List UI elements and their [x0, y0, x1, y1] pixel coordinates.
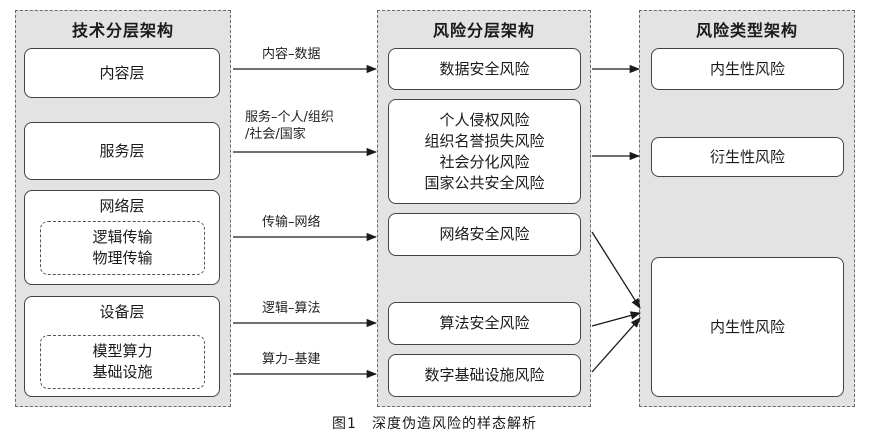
tech-panel-title: 技术分层架构 — [71, 21, 174, 40]
endogenous-risk-bottom-label: 内生性风险 — [709, 317, 785, 336]
organization-reputation-risk: 组织名誉损失风险 — [424, 131, 545, 150]
risk-panel-title: 风险分层架构 — [432, 21, 535, 40]
edge-label-compute-infra: 算力–基建 — [262, 352, 321, 367]
arrow-algorithm-to-endogenous — [591, 311, 642, 327]
network-sublayer-group: 逻辑传输 物理传输 — [40, 221, 205, 275]
data-risk-label: 数据安全风险 — [439, 59, 530, 78]
edge-label-service-social-line1: 服务–个人/组织 — [245, 110, 334, 125]
derivative-risk-label: 衍生性风险 — [709, 147, 785, 166]
endogenous-risk-bottom-box: 内生性风险 — [651, 257, 844, 397]
data-risk-box: 数据安全风险 — [388, 48, 581, 90]
arrow-network-to-endogenous — [591, 231, 641, 309]
network-risk-box: 网络安全风险 — [388, 213, 581, 256]
endogenous-risk-top-label: 内生性风险 — [709, 59, 785, 78]
type-panel-title: 风险类型架构 — [695, 21, 798, 40]
personal-infringement-risk: 个人侵权风险 — [439, 110, 530, 129]
edge-label-transmission-network: 传输–网络 — [262, 215, 321, 230]
endogenous-risk-top-box: 内生性风险 — [651, 48, 844, 90]
figure-caption: 图1 深度伪造风险的样态解析 — [332, 416, 537, 432]
service-layer-label: 服务层 — [99, 141, 145, 160]
social-division-risk: 社会分化风险 — [439, 152, 530, 171]
content-layer-label: 内容层 — [99, 63, 145, 82]
physical-transmission-label: 物理传输 — [92, 249, 153, 267]
edge-label-logic-algorithm: 逻辑–算法 — [262, 301, 321, 316]
algorithm-risk-box: 算法安全风险 — [388, 302, 581, 345]
infrastructure-label: 基础设施 — [92, 363, 153, 381]
device-sublayer-group: 模型算力 基础设施 — [40, 335, 205, 389]
logical-transmission-label: 逻辑传输 — [92, 228, 153, 246]
device-layer-title: 设备层 — [99, 303, 145, 321]
network-risk-label: 网络安全风险 — [439, 225, 530, 243]
edge-label-service-social-line2: /社会/国家 — [245, 127, 306, 142]
edge-label-content-data: 内容–数据 — [262, 47, 321, 62]
service-layer-box: 服务层 — [24, 122, 220, 180]
infrastructure-risk-label: 数字基础设施风险 — [424, 366, 545, 384]
content-layer-box: 内容层 — [24, 48, 220, 98]
arrow-infrastructure-to-endogenous — [591, 317, 641, 373]
social-risk-box: 个人侵权风险 组织名誉损失风险 社会分化风险 国家公共安全风险 — [388, 99, 581, 204]
network-layer-title: 网络层 — [99, 197, 145, 215]
infrastructure-risk-box: 数字基础设施风险 — [388, 354, 581, 397]
derivative-risk-box: 衍生性风险 — [651, 137, 844, 177]
national-security-risk: 国家公共安全风险 — [424, 173, 545, 192]
algorithm-risk-label: 算法安全风险 — [439, 314, 530, 332]
model-compute-label: 模型算力 — [92, 342, 153, 360]
